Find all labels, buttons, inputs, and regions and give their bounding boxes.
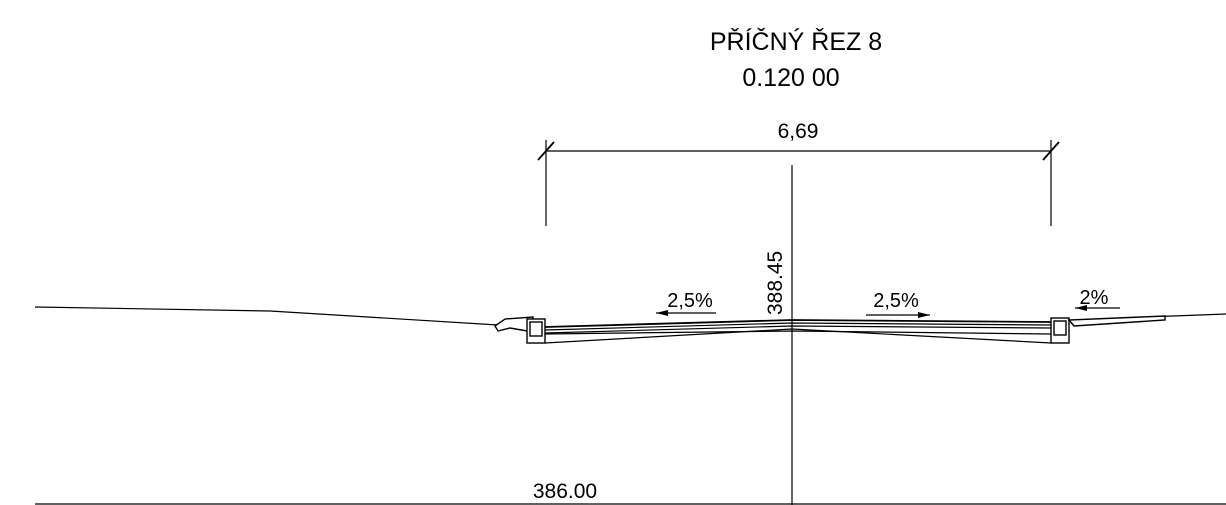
datum-elevation-label: 386.00 bbox=[533, 480, 597, 503]
left-curb bbox=[494, 316, 546, 344]
section-title: PŘÍČNÝ ŘEZ 8 bbox=[710, 27, 882, 56]
slope-right-label: 2,5% bbox=[873, 290, 919, 312]
width-dimension bbox=[537, 140, 1060, 226]
slope-right: 2,5% bbox=[866, 290, 930, 318]
right-curb bbox=[1050, 315, 1166, 344]
slope-shoulder-label: 2% bbox=[1080, 287, 1109, 309]
slope-left-label: 2,5% bbox=[667, 290, 713, 312]
terrain-left bbox=[34, 306, 499, 326]
axis-elevation-label: 388.45 bbox=[764, 251, 787, 315]
slope-left: 2,5% bbox=[656, 290, 716, 316]
width-dimension-label: 6,69 bbox=[778, 120, 819, 143]
slope-shoulder: 2% bbox=[1075, 287, 1120, 311]
section-station: 0.120 00 bbox=[742, 64, 839, 92]
pavement-structure bbox=[544, 319, 1052, 344]
